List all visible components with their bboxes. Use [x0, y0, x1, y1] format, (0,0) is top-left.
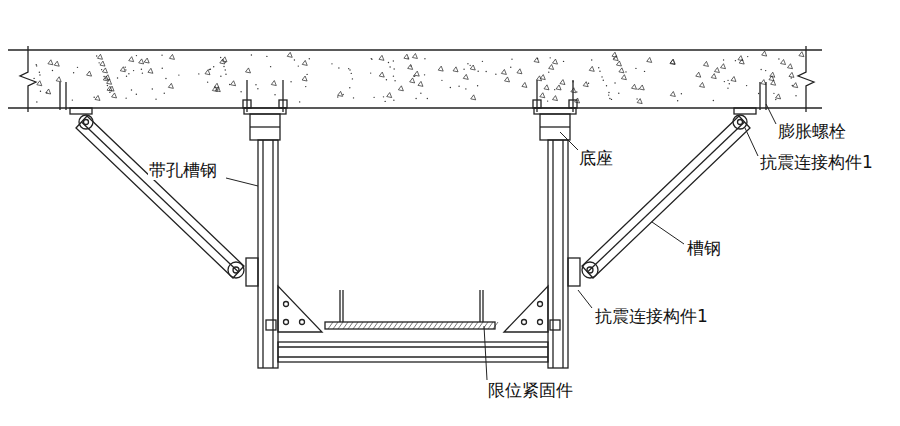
part-label: 带孔槽钢: [148, 160, 218, 180]
part-label: 抗震连接构件1: [759, 152, 874, 172]
leader-line: [226, 104, 776, 380]
part-label: 底座: [578, 148, 614, 168]
part-label: 限位紧固件: [487, 380, 574, 400]
part-label: 槽钢: [686, 238, 722, 258]
break-line: [798, 46, 814, 112]
slab-bottom-line: [8, 107, 822, 108]
channel-beam: [278, 342, 548, 362]
hatch: [328, 322, 498, 329]
part-label: 抗震连接构件1: [594, 306, 709, 326]
gusset-plate: [266, 286, 560, 332]
break-line: [20, 46, 36, 112]
base-seat: [243, 80, 577, 140]
channel-post: [258, 140, 568, 368]
part-label: 膨胀螺栓: [777, 121, 847, 141]
seismic-connector: [70, 108, 756, 286]
concrete-texture: [33, 51, 804, 103]
expansion-bolt: [60, 82, 766, 110]
limit-fastener: [325, 290, 495, 329]
diagonal-brace: [76, 116, 750, 278]
slab-top-line: [8, 49, 822, 50]
